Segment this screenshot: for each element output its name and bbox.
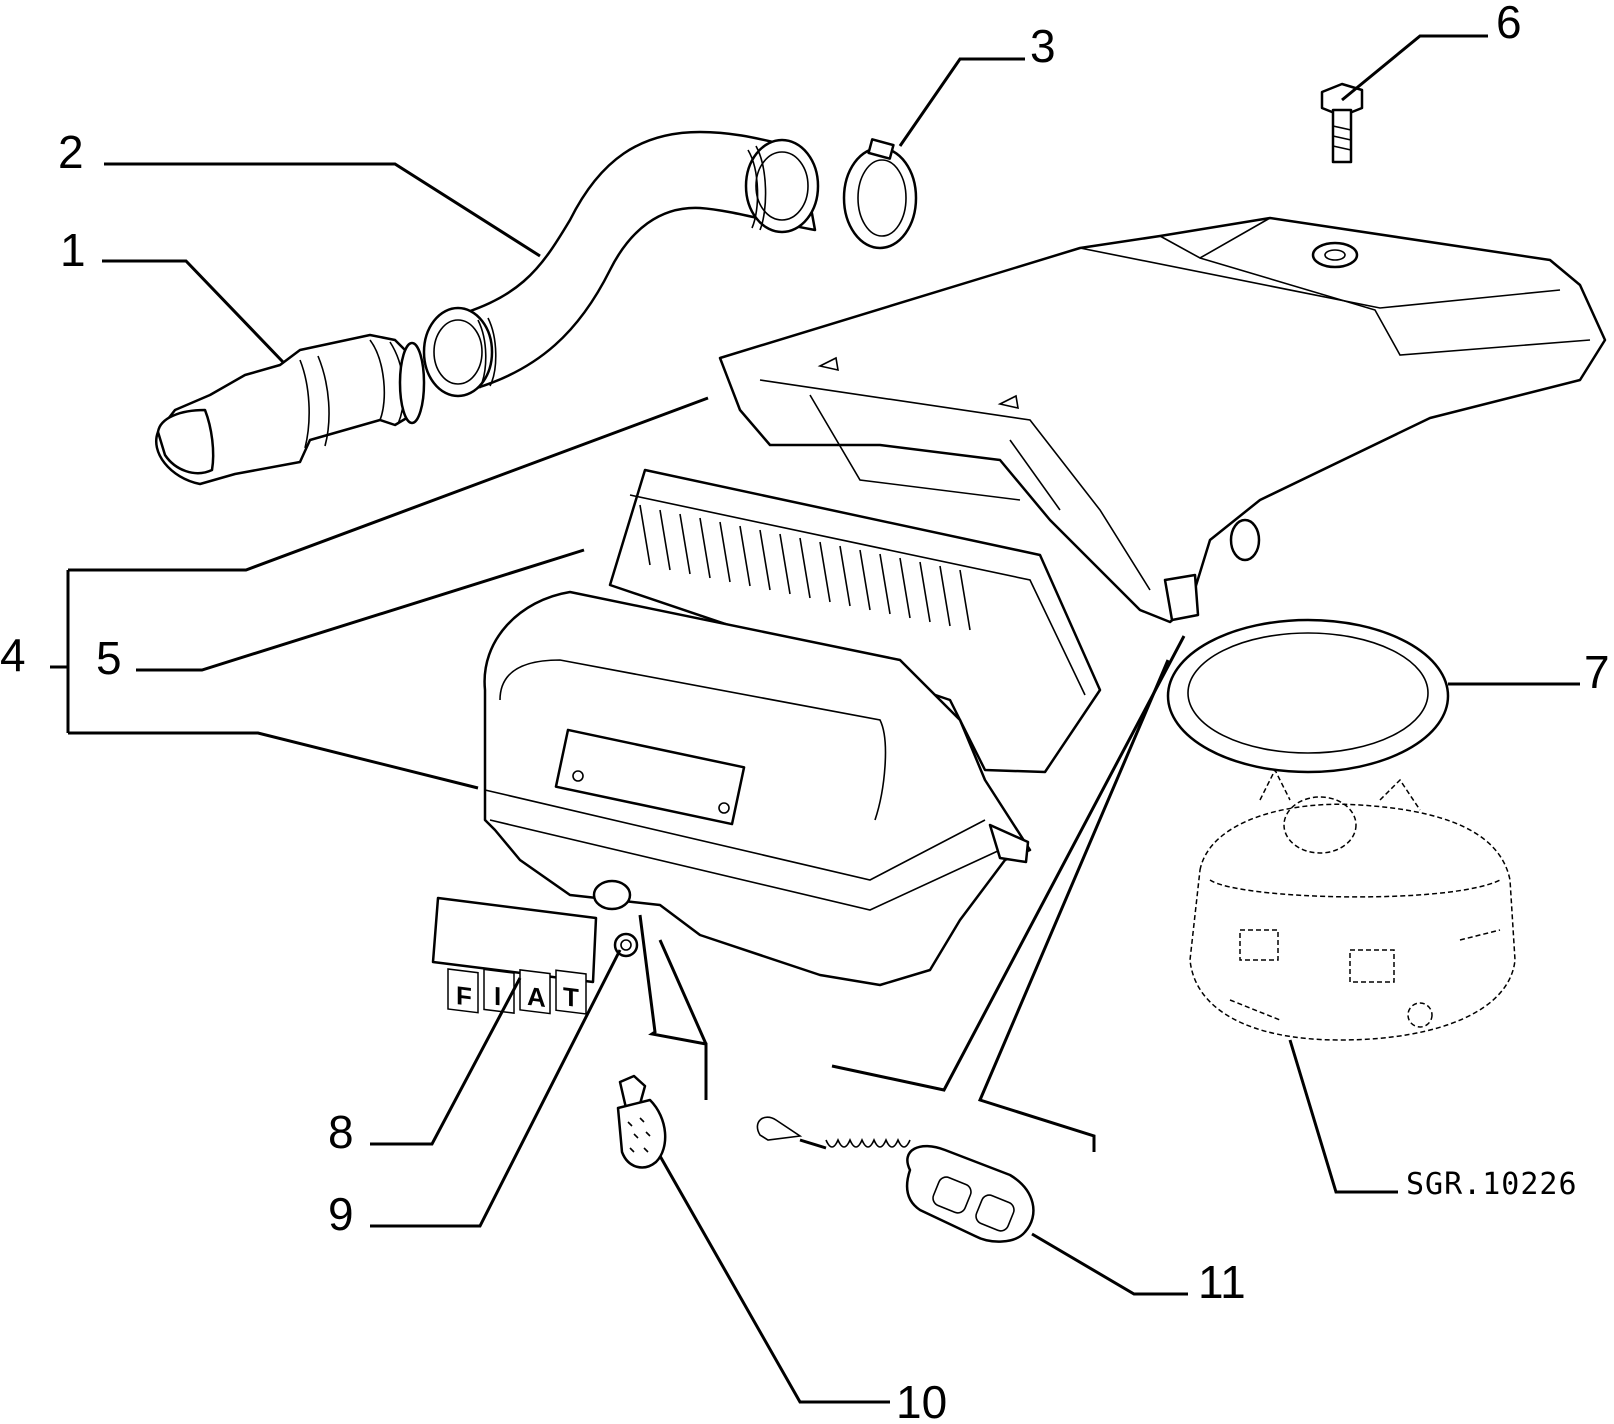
part-2-hose bbox=[422, 130, 820, 398]
part-1-inlet-duct bbox=[155, 333, 426, 486]
leader-8 bbox=[370, 977, 522, 1146]
reference-bracket-11b bbox=[977, 659, 1170, 1152]
callout-1: 1 bbox=[60, 224, 86, 276]
leader-5 bbox=[136, 548, 585, 672]
leader-11 bbox=[1031, 1232, 1188, 1296]
part-8-fiat-badge: F I A T bbox=[431, 896, 598, 1015]
reference-code: SGR.10226 bbox=[1406, 1167, 1578, 1202]
filter-pleats bbox=[639, 504, 971, 631]
leader-1 bbox=[102, 259, 285, 364]
part-6-bolt bbox=[1320, 82, 1364, 164]
leader-ref bbox=[1288, 1039, 1398, 1194]
badge-letter-a: A bbox=[527, 981, 546, 1013]
part-4-housing-base bbox=[483, 590, 1032, 987]
callout-8: 8 bbox=[328, 1106, 354, 1158]
reference-bracket-10 bbox=[638, 914, 708, 1100]
leader-6 bbox=[1341, 34, 1488, 102]
callout-2: 2 bbox=[58, 126, 84, 178]
badge-letter-f: F bbox=[456, 980, 472, 1012]
callout-10: 10 bbox=[896, 1376, 947, 1424]
badge-letter-t: T bbox=[563, 981, 579, 1013]
badge-letter-i: I bbox=[494, 981, 501, 1012]
leader-3 bbox=[898, 57, 1025, 147]
callout-9: 9 bbox=[328, 1188, 354, 1240]
callout-5: 5 bbox=[96, 632, 122, 684]
callout-3: 3 bbox=[1030, 20, 1056, 72]
callout-6: 6 bbox=[1496, 0, 1522, 48]
callout-7: 7 bbox=[1584, 646, 1610, 698]
part-10-valve bbox=[616, 1074, 667, 1169]
part-5-filter-element bbox=[608, 468, 1102, 774]
leader-lines bbox=[50, 34, 1580, 1404]
leader-2 bbox=[104, 162, 541, 258]
leader-10 bbox=[658, 1155, 890, 1404]
part-11-clip-assembly bbox=[756, 1116, 1035, 1243]
callout-4: 4 bbox=[0, 629, 26, 681]
leader-9 bbox=[370, 949, 622, 1228]
reference-bracket-11a bbox=[831, 635, 1186, 1092]
carburettor-outline bbox=[1189, 768, 1516, 1041]
callout-11: 11 bbox=[1198, 1256, 1246, 1308]
part-7-seal-ring bbox=[1166, 618, 1450, 774]
leader-4-bracket bbox=[50, 396, 709, 790]
part-4-housing-lid bbox=[718, 216, 1607, 624]
part-3-clamp bbox=[842, 138, 918, 250]
